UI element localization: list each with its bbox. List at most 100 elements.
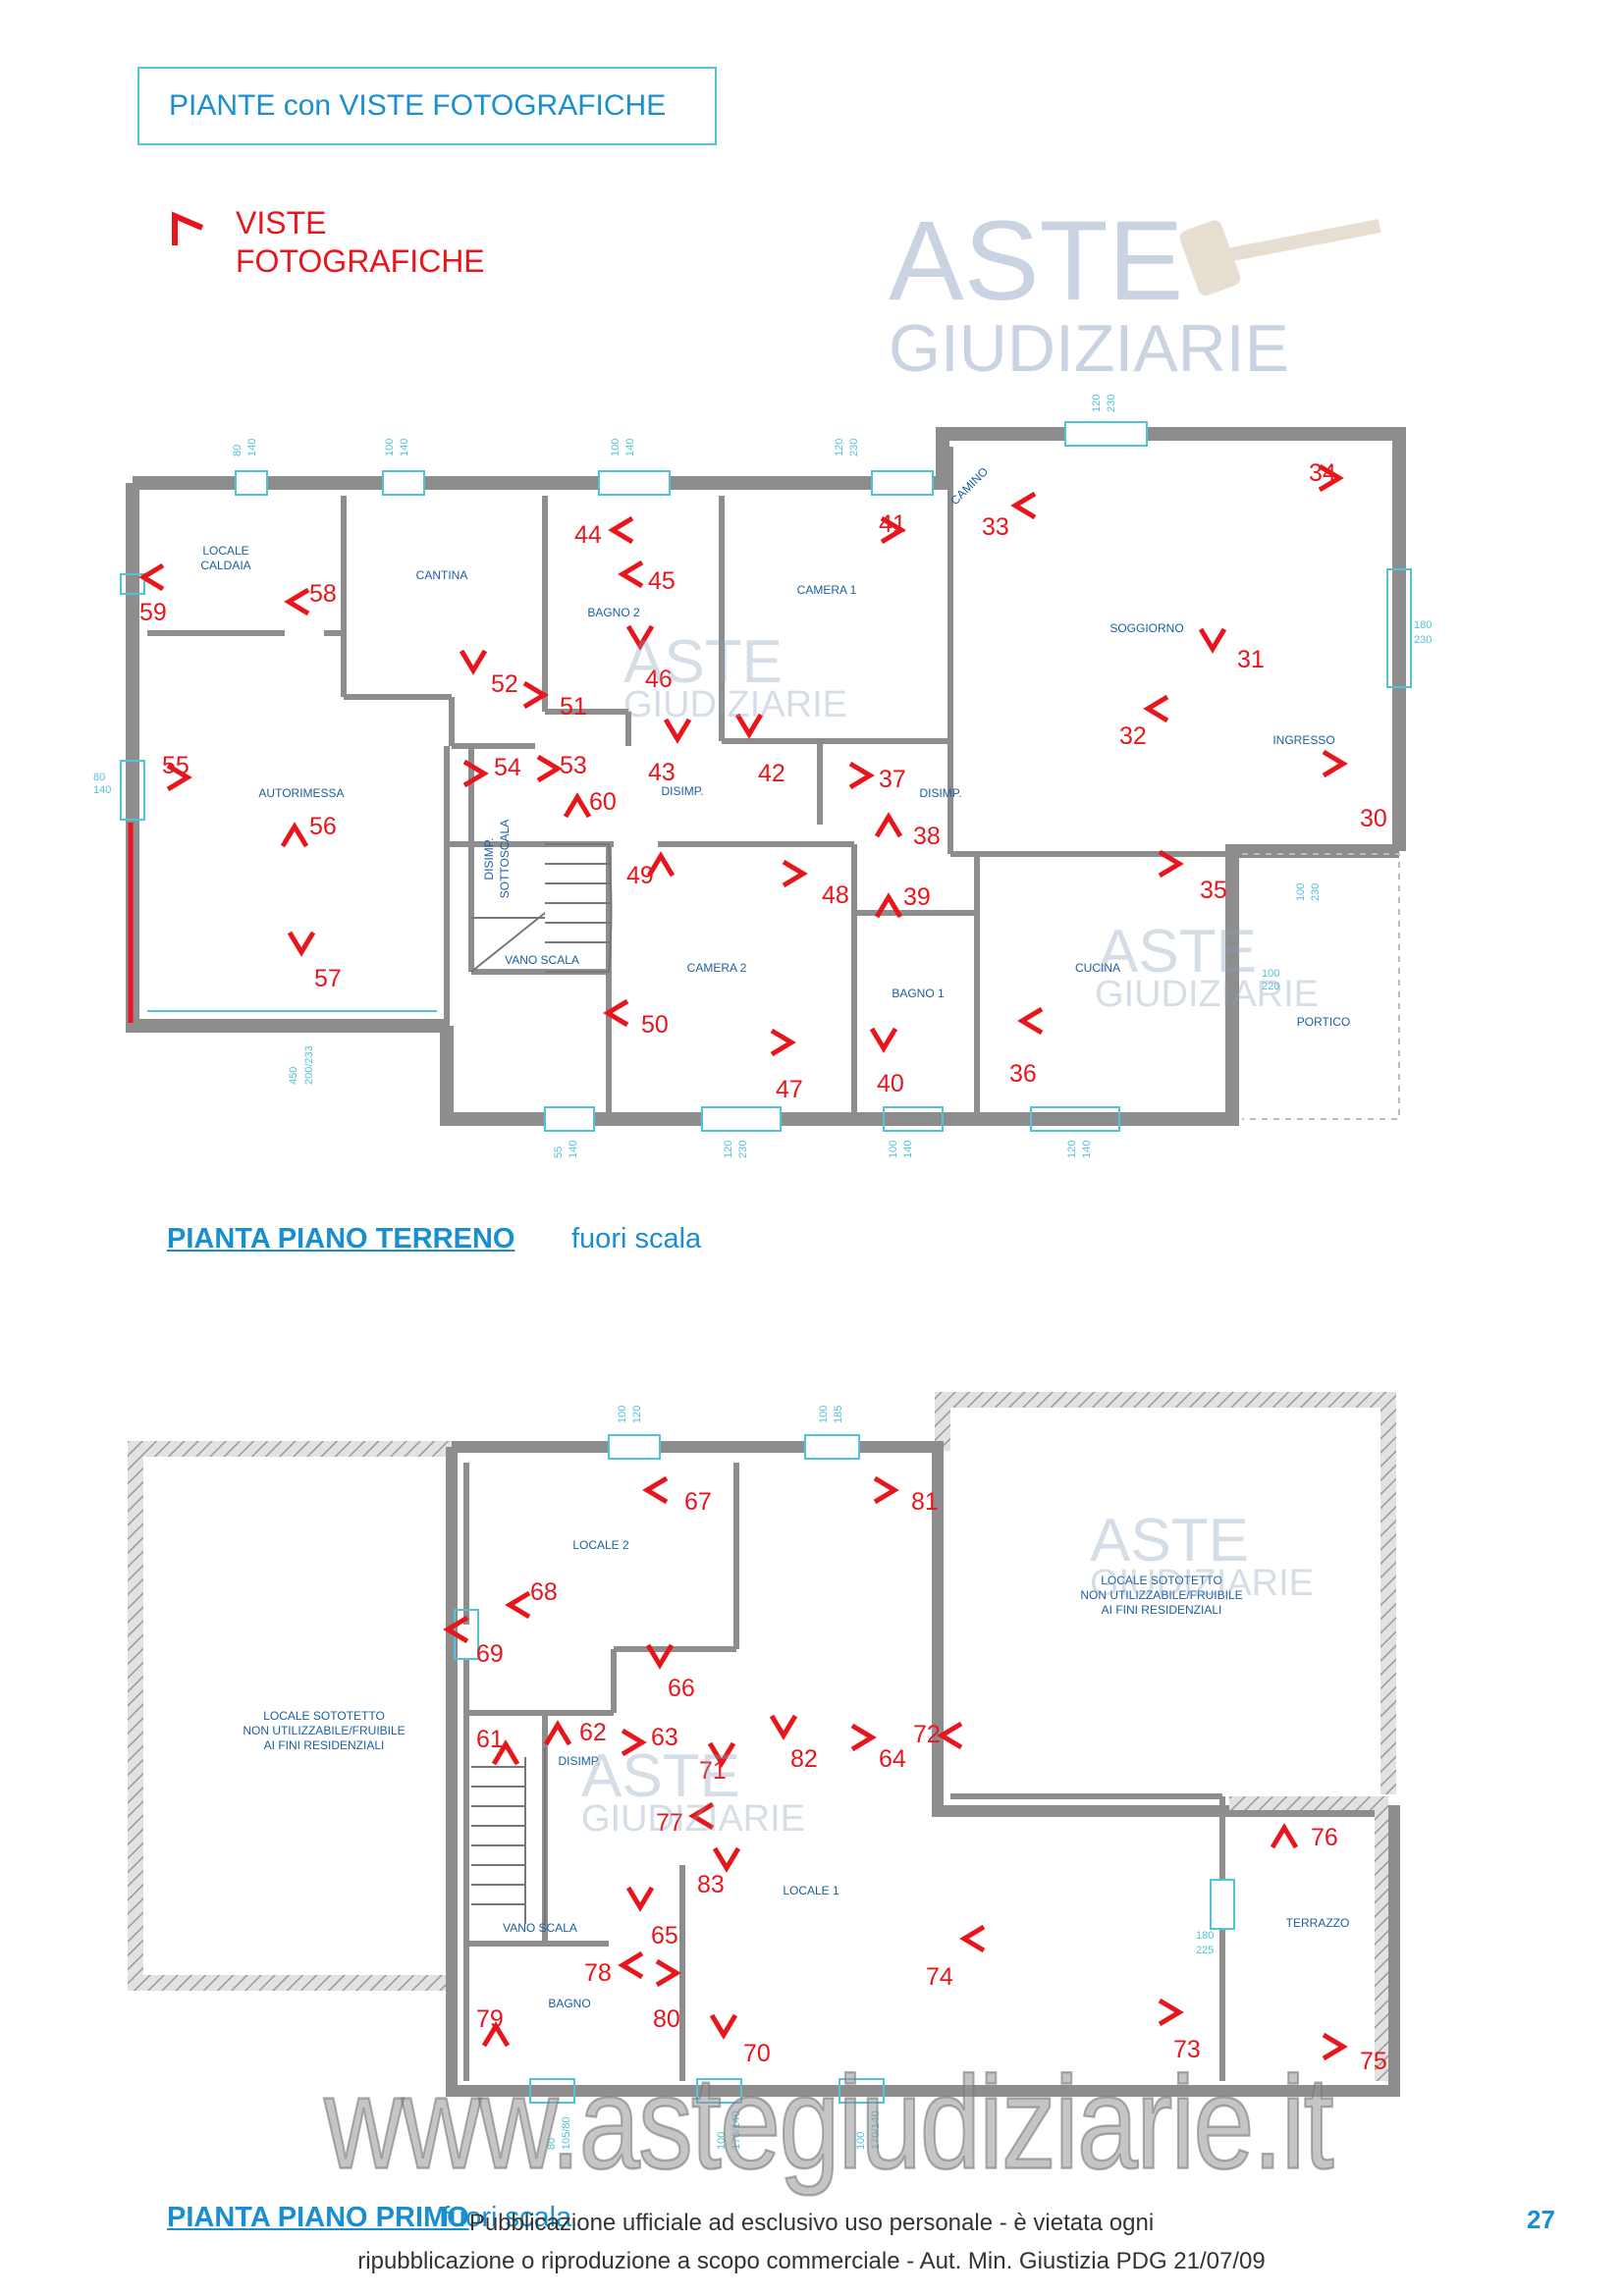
dim-label: 80: [93, 772, 105, 783]
dim-label: 100: [1295, 883, 1307, 901]
watermark-url: www.astegiudiziarie.it: [323, 2048, 1335, 2197]
ground-staircase: [470, 843, 613, 973]
dim-label: 140: [246, 439, 258, 456]
view-number: 49: [626, 862, 654, 889]
view-number: 71: [699, 1757, 727, 1785]
view-number: 63: [651, 1724, 678, 1751]
view-marker-icon: [880, 515, 906, 545]
dim-label: 80: [232, 445, 243, 456]
dim-label: 55: [553, 1147, 565, 1158]
room-autorimessa: AUTORIMESSA: [258, 786, 344, 800]
view-number: 43: [648, 759, 676, 786]
aste-logo-watermark: ASTE GIUDIZIARIE: [889, 198, 1381, 386]
view-number: 44: [574, 521, 602, 549]
view-number: 69: [476, 1640, 504, 1668]
view-marker-icon: [459, 649, 488, 675]
view-marker-icon: [1198, 627, 1227, 654]
ground-floor-plan: ASTE GIUDIZIARIE: [93, 198, 1432, 1158]
dim-label: 120: [834, 439, 845, 456]
view-number: 52: [491, 670, 518, 698]
room-sototetto-left-1: LOCALE SOTOTETTO: [263, 1709, 385, 1723]
room-cucina: CUCINA: [1075, 961, 1120, 975]
view-marker-icon: [625, 624, 655, 651]
view-number: 82: [790, 1745, 818, 1773]
view-marker-icon: [1318, 463, 1344, 493]
dim-label: 100: [610, 439, 622, 456]
svg-text:GIUDIZIARIE: GIUDIZIARIE: [623, 684, 847, 725]
first-floor-plan: 100 120 100 185 180 225 80 105/80 100 17…: [128, 1392, 1400, 2150]
plan2-subtitle: fuori scala: [442, 2202, 572, 2233]
view-marker-icon: [642, 1475, 669, 1505]
ground-view-markers: 3031323334353637383940414243444546474849…: [138, 459, 1387, 1103]
view-number: 59: [139, 599, 167, 626]
dim-label: 100: [716, 2132, 728, 2150]
legend-line1: VISTE: [236, 205, 327, 240]
room-sototetto-right-2: NON UTILIZZABILE/FRUIBILE: [1080, 1588, 1242, 1602]
view-number: 83: [697, 1871, 725, 1898]
view-number: 37: [879, 766, 906, 793]
first-floor-windows: [454, 1434, 1235, 2104]
room-vano-scala: VANO SCALA: [505, 953, 579, 967]
view-number: 74: [926, 1963, 953, 1991]
view-marker-icon: [712, 1846, 741, 1873]
view-marker-icon: [462, 759, 489, 788]
terrazzo-walls: [1229, 1796, 1388, 2081]
room-bagno: BAGNO: [548, 1997, 590, 2010]
view-number: 38: [913, 823, 941, 850]
dim-label: 230: [1414, 634, 1432, 646]
room-camera1: CAMERA 1: [797, 583, 857, 597]
view-number: 62: [579, 1719, 607, 1746]
first-floor-staircase: [471, 1747, 546, 1924]
dim-label: 140: [399, 439, 410, 456]
room-sottoscala-1: DISIMP.: [482, 837, 496, 880]
dim-label: 140: [93, 784, 111, 796]
view-marker-icon: [280, 822, 309, 848]
dim-label: 140: [624, 439, 636, 456]
first-floor-hatched-walls: [128, 1392, 1396, 1991]
room-sottoscala-2: SOTTOSCALA: [498, 820, 512, 898]
gavel-icon: [1179, 219, 1381, 296]
dim-label: 120: [723, 1141, 734, 1158]
view-marker-icon: [481, 2021, 511, 2048]
view-marker-icon: [625, 1886, 655, 1912]
view-marker-icon: [1270, 1823, 1299, 1849]
view-number: 33: [982, 513, 1009, 541]
svg-text:GIUDIZIARIE: GIUDIZIARIE: [1090, 1563, 1314, 1604]
view-marker-icon: [284, 587, 310, 616]
view-marker-icon: [850, 1723, 877, 1752]
view-marker-icon: [618, 560, 644, 589]
view-number: 68: [530, 1578, 558, 1606]
dim-label: 180: [1414, 619, 1432, 631]
dim-label: 140: [568, 1141, 579, 1158]
room-soggiorno: SOGGIORNO: [1109, 621, 1183, 635]
view-number: 57: [314, 965, 342, 992]
dim-label: 120: [631, 1406, 643, 1423]
room-vano-scala: VANO SCALA: [503, 1921, 577, 1935]
first-floor-dimensions: 100 120 100 185 180 225 80 105/80 100 17…: [546, 1406, 1214, 2150]
view-number: 76: [1311, 1824, 1338, 1851]
dim-label: 230: [737, 1141, 749, 1158]
dim-label: 200/233: [303, 1045, 315, 1085]
view-number: 36: [1009, 1060, 1037, 1088]
aste-logo-watermark-small: ASTE GIUDIZIARIE ASTE GIUDIZIARIE: [581, 1507, 1314, 1840]
room-locale1: LOCALE 1: [783, 1884, 839, 1897]
view-number: 79: [476, 2005, 504, 2033]
view-marker-icon: [688, 1801, 715, 1831]
dim-label: 100: [384, 439, 396, 456]
view-marker-icon: [522, 680, 549, 710]
view-marker-icon: [1322, 2032, 1348, 2061]
footer-line1: Pubblicazione ufficiale ad esclusivo uso…: [468, 2210, 1155, 2236]
portico-outline: [1242, 853, 1400, 1120]
view-marker-icon: [655, 1958, 681, 1988]
view-number: 58: [309, 580, 337, 608]
view-number: 80: [653, 2005, 680, 2033]
aste-logo-watermark-small: ASTE GIUDIZIARIE ASTE GIUDIZIARIE: [623, 628, 1319, 1015]
logo-line1: ASTE: [889, 198, 1183, 324]
view-marker-icon: [621, 1728, 647, 1757]
view-number: 64: [879, 1745, 906, 1773]
view-marker-icon: [603, 998, 629, 1028]
view-marker-icon: [536, 754, 563, 783]
logo-line2: GIUDIZIARIE: [889, 311, 1289, 386]
view-number: 31: [1237, 646, 1265, 673]
